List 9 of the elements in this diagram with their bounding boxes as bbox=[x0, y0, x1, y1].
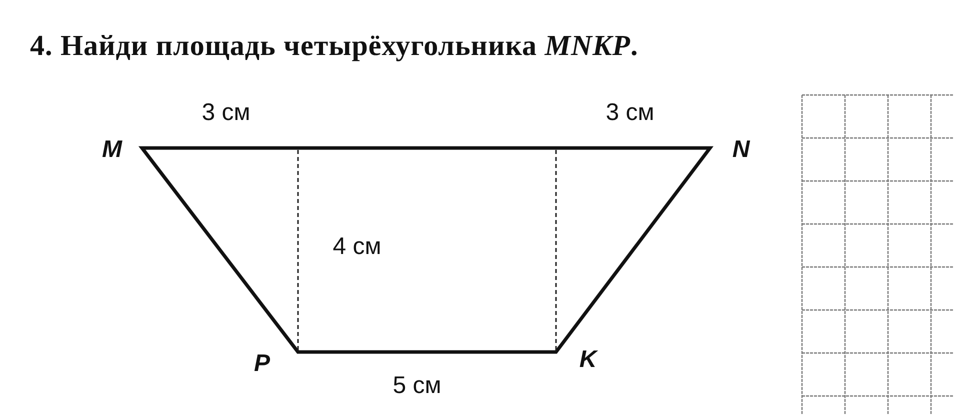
vertex-label: N bbox=[732, 138, 750, 162]
dimension-label: 5 см bbox=[392, 374, 442, 398]
vertex-label: K bbox=[579, 348, 597, 372]
task-title: 4. Найди площадь четырёхугольника MNKP. bbox=[30, 30, 638, 63]
dimension-label: 3 см bbox=[606, 101, 654, 125]
vertex-label: P bbox=[254, 352, 270, 376]
dimension-label: 3 см bbox=[202, 101, 250, 125]
vertex-label: M bbox=[102, 138, 122, 162]
dimension-label: 4 см bbox=[332, 235, 382, 259]
